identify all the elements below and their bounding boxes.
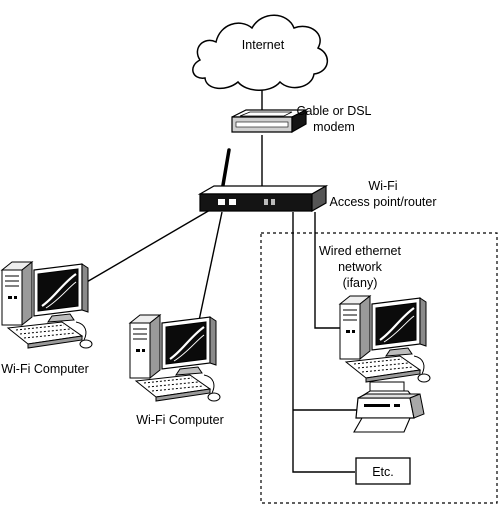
etc-label: Etc.: [372, 465, 394, 479]
wifi-computer-mid-icon: [128, 313, 222, 403]
wired-network-label-line1: Wired ethernet: [319, 244, 402, 258]
internet-label: Internet: [242, 38, 285, 52]
printer-icon: [353, 381, 425, 433]
modem-label-line2: modem: [313, 120, 355, 134]
modem-label-line1: Cable or DSL: [296, 104, 371, 118]
wifi-computer-left-icon: [0, 260, 94, 350]
wired-network-label-line3: (ifany): [343, 276, 378, 290]
router-label-line2: Access point/router: [330, 195, 437, 209]
router-to-wired-bus: [292, 212, 355, 473]
wired-network-label-line2: network: [338, 260, 383, 274]
wired-network-boundary: [260, 232, 498, 504]
wifi-computer-left-label: Wi-Fi Computer: [1, 362, 89, 376]
etc-box: [355, 457, 411, 485]
router-to-mid-computer-link: [196, 211, 223, 331]
internet-cloud-icon: [192, 14, 328, 91]
router-to-left-computer-link: [72, 209, 211, 291]
router-icon: [197, 148, 329, 213]
wifi-computer-mid-label: Wi-Fi Computer: [136, 413, 224, 427]
router-label-line1: Wi-Fi: [368, 179, 397, 193]
modem-icon: [231, 109, 307, 134]
wired-computer-icon: [338, 294, 432, 384]
